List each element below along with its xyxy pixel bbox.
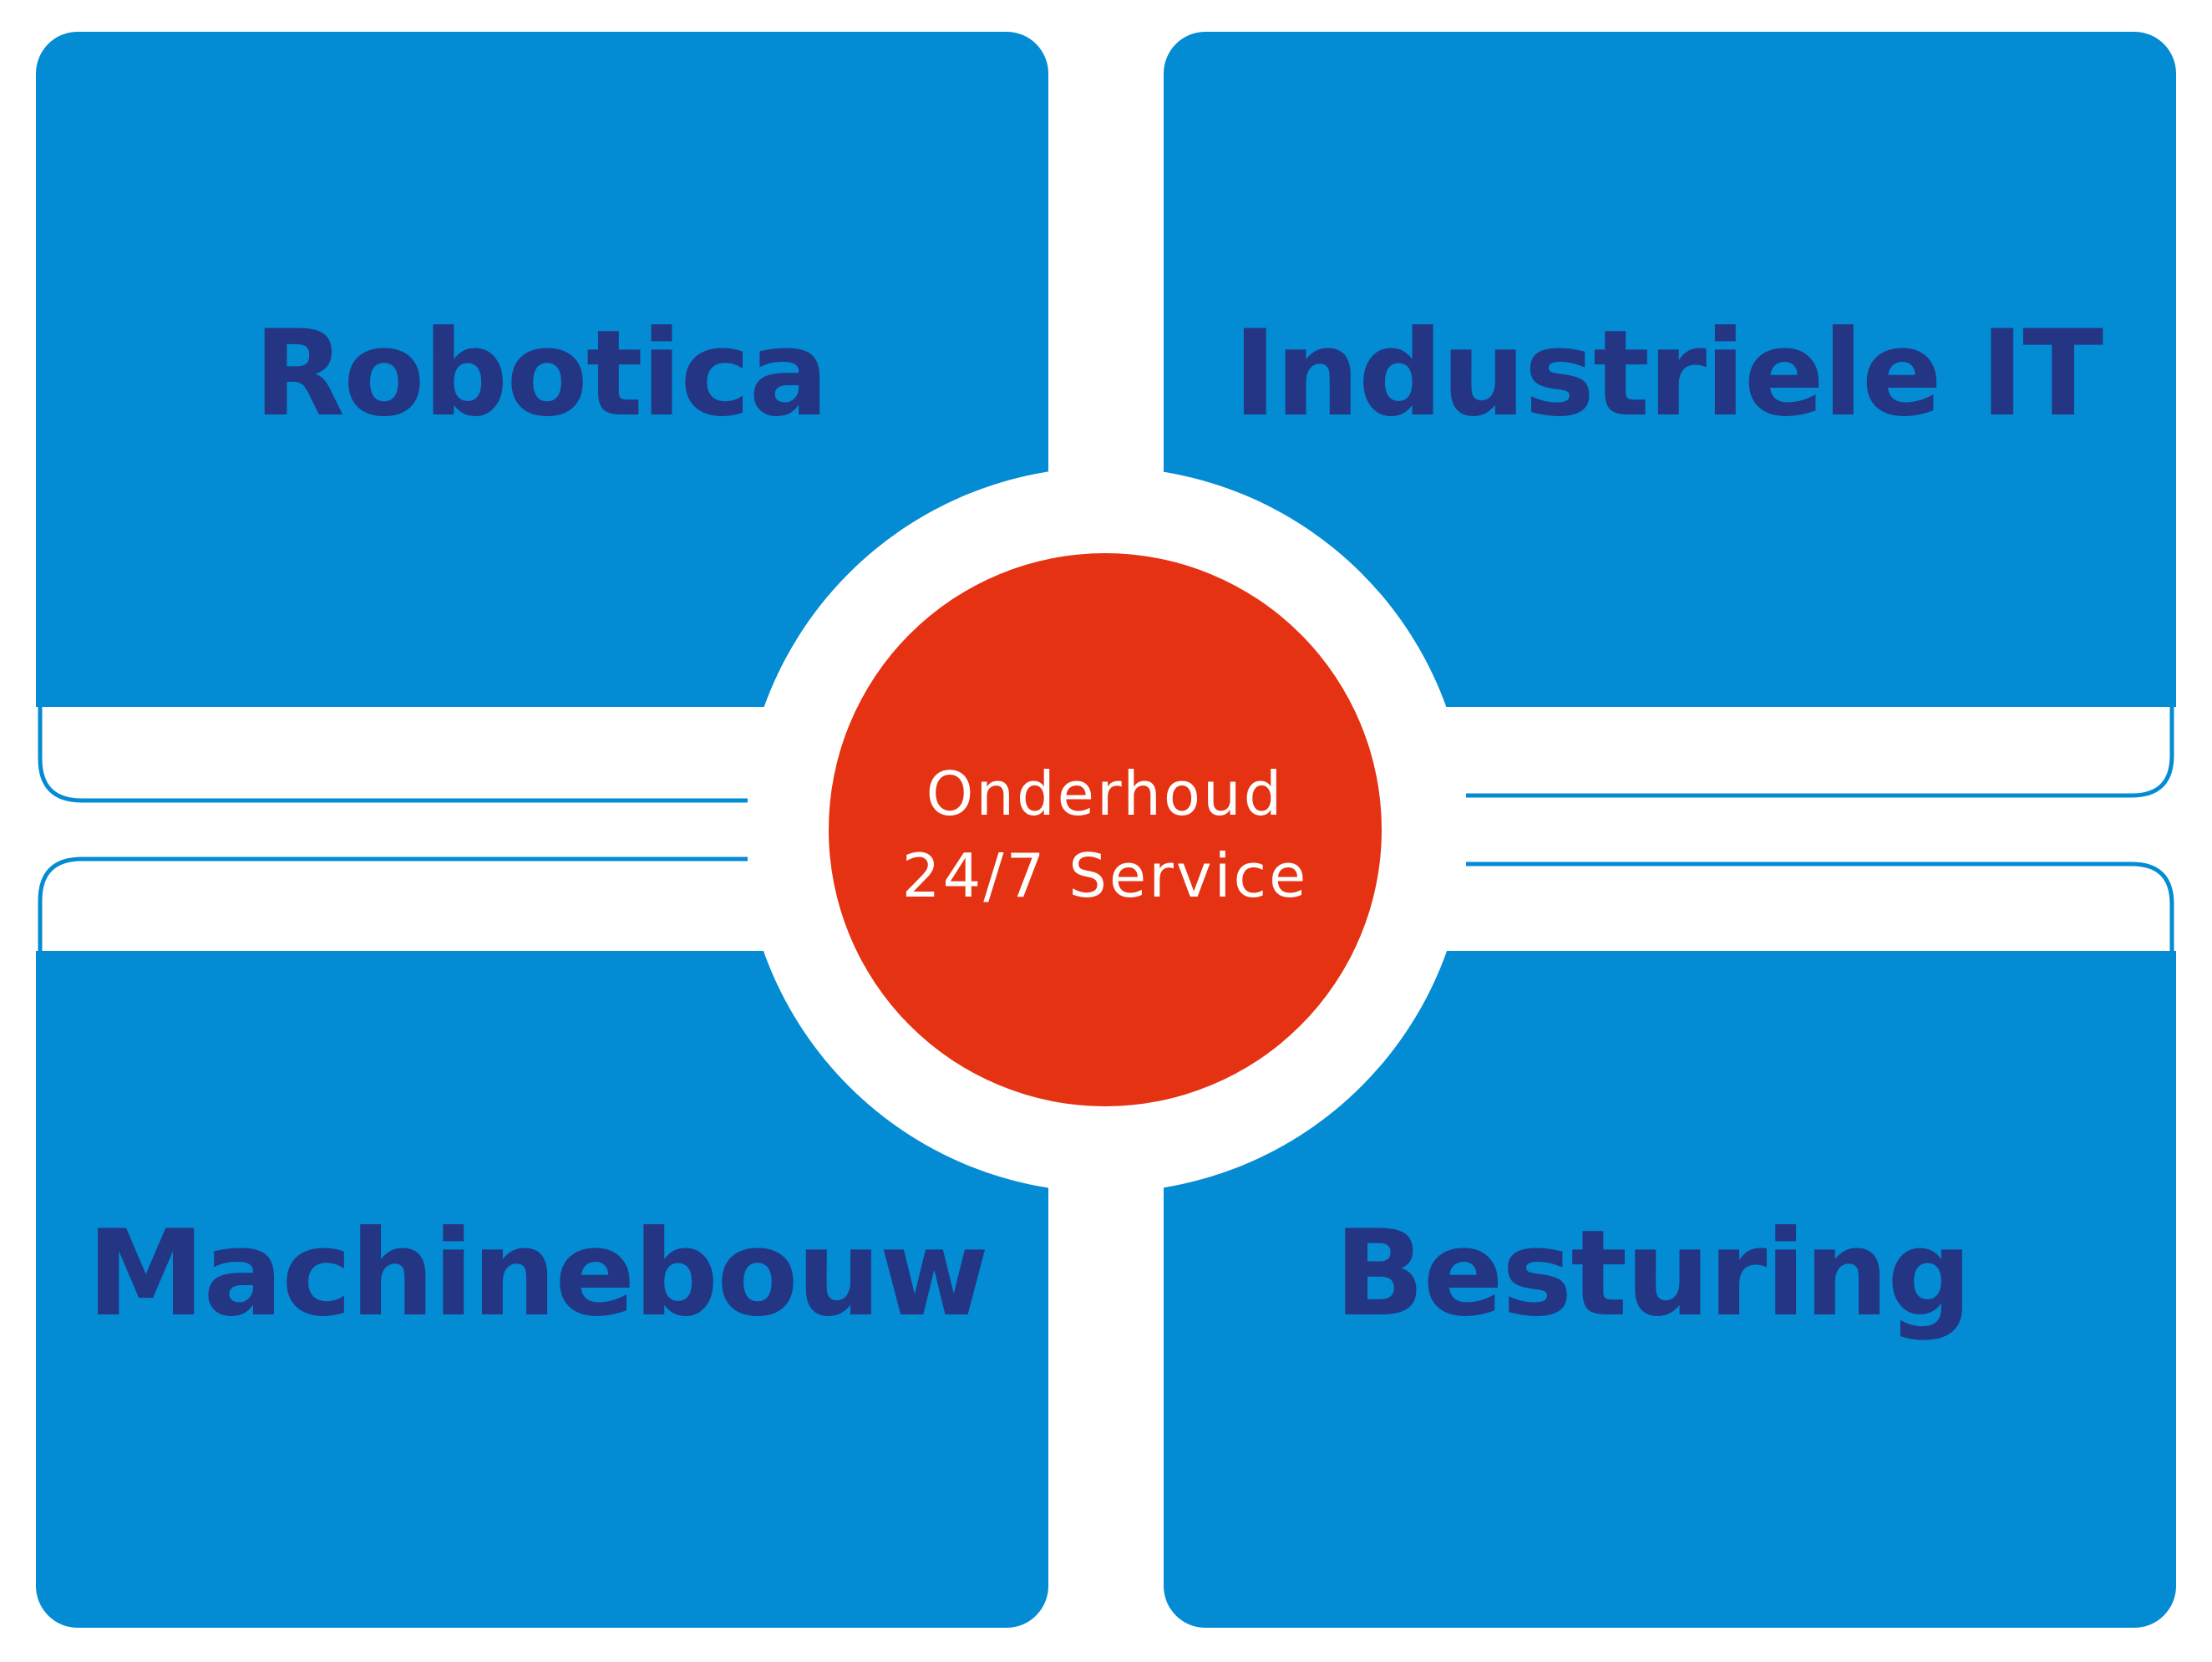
center-label-line2: 24/7 Service — [902, 841, 1309, 911]
label-besturing: Besturing — [1334, 1205, 1970, 1343]
tile-robotica — [36, 32, 1048, 1628]
label-robotica: Robotica — [254, 305, 828, 443]
center-label-line1: Onderhoud — [926, 759, 1285, 829]
center-circle — [829, 553, 1382, 1106]
label-industriele-it: Industriele IT — [1233, 305, 2103, 443]
label-machinebouw: Machinebouw — [87, 1205, 987, 1343]
tile-industriele-it — [1164, 32, 2176, 1628]
